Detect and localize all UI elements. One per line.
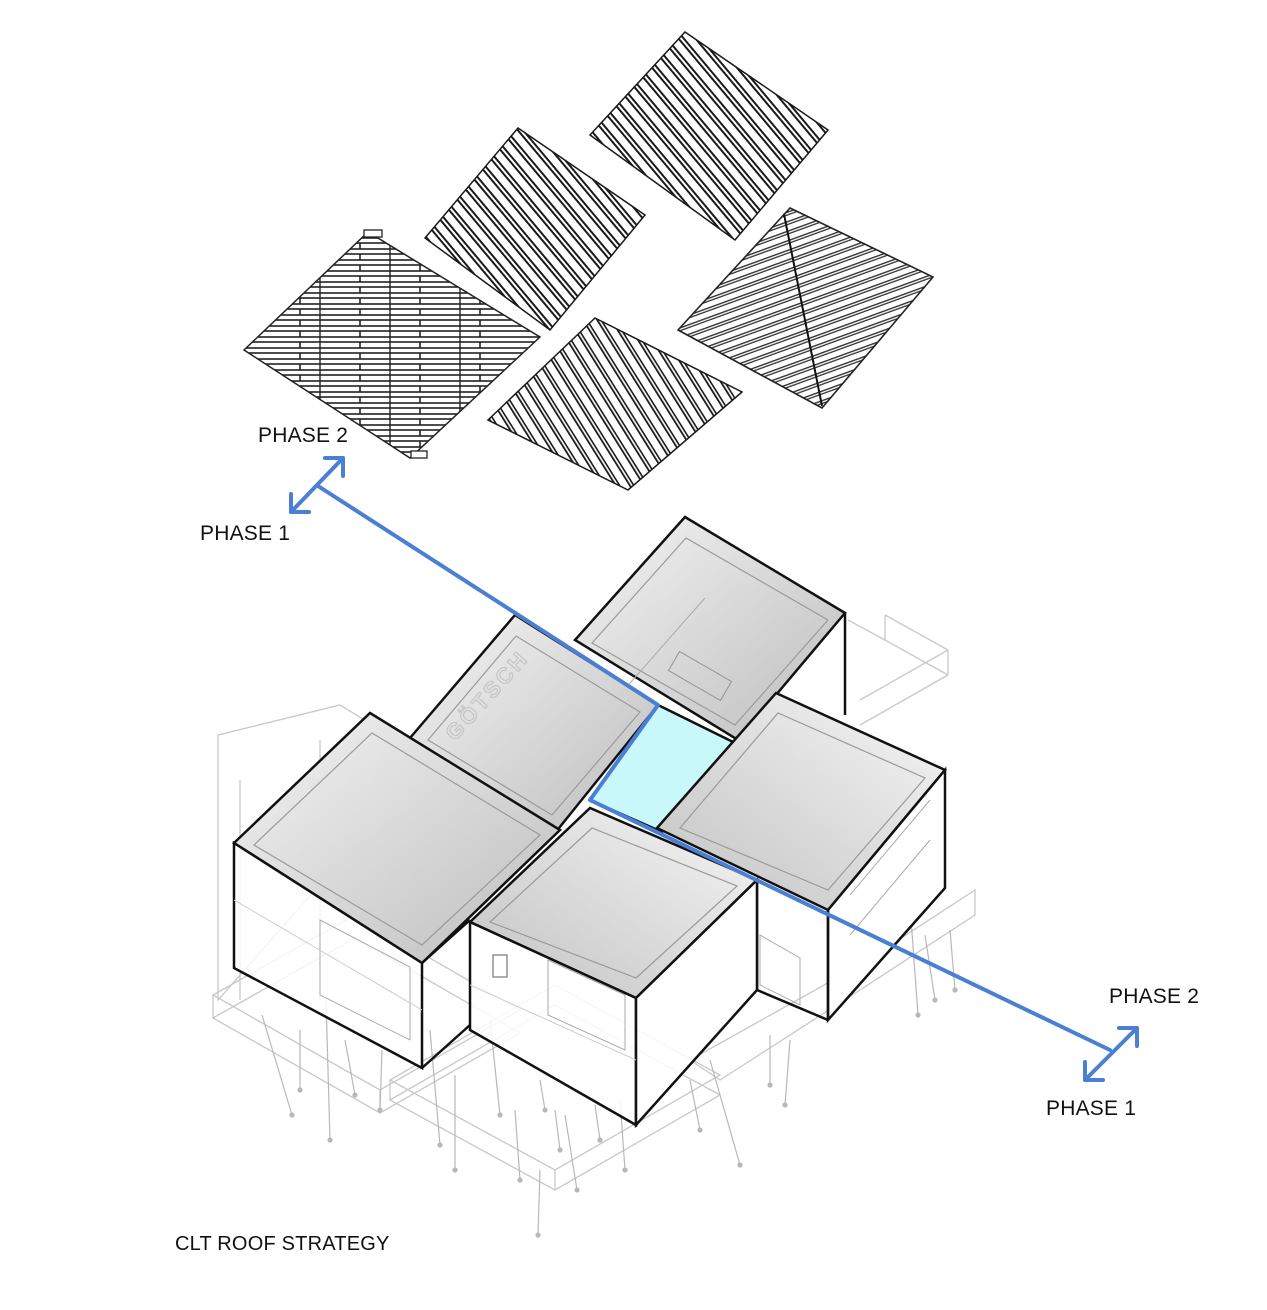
module-right [654, 691, 948, 1024]
phase-1-label-right: PHASE 1 [1046, 1097, 1137, 1120]
section-cut-line [316, 484, 1112, 1052]
module-back [573, 515, 847, 742]
diagram-caption: CLT ROOF STRATEGY [175, 1233, 390, 1255]
clt-panel-diagonal-3 [486, 317, 744, 491]
phase-2-label-left: PHASE 2 [258, 424, 349, 447]
phase-arrow-right [1083, 1026, 1139, 1082]
exploded-clt-panels [242, 31, 935, 491]
clt-panel-dense-cross [676, 207, 935, 410]
clt-panel-horizontal-boards [242, 229, 542, 459]
phase-1-label-left: PHASE 1 [200, 522, 291, 545]
phase-arrow-left [289, 456, 345, 514]
phase-2-label-right: PHASE 2 [1109, 985, 1200, 1008]
module-front-center [467, 806, 760, 1129]
clt-panel-diagonal-1 [423, 126, 647, 332]
module-front-left [231, 711, 563, 1071]
clt-panel-diagonal-2 [588, 31, 830, 242]
building-modules: GÖTSCH [231, 515, 948, 1129]
foundation-piles [261, 904, 958, 1238]
